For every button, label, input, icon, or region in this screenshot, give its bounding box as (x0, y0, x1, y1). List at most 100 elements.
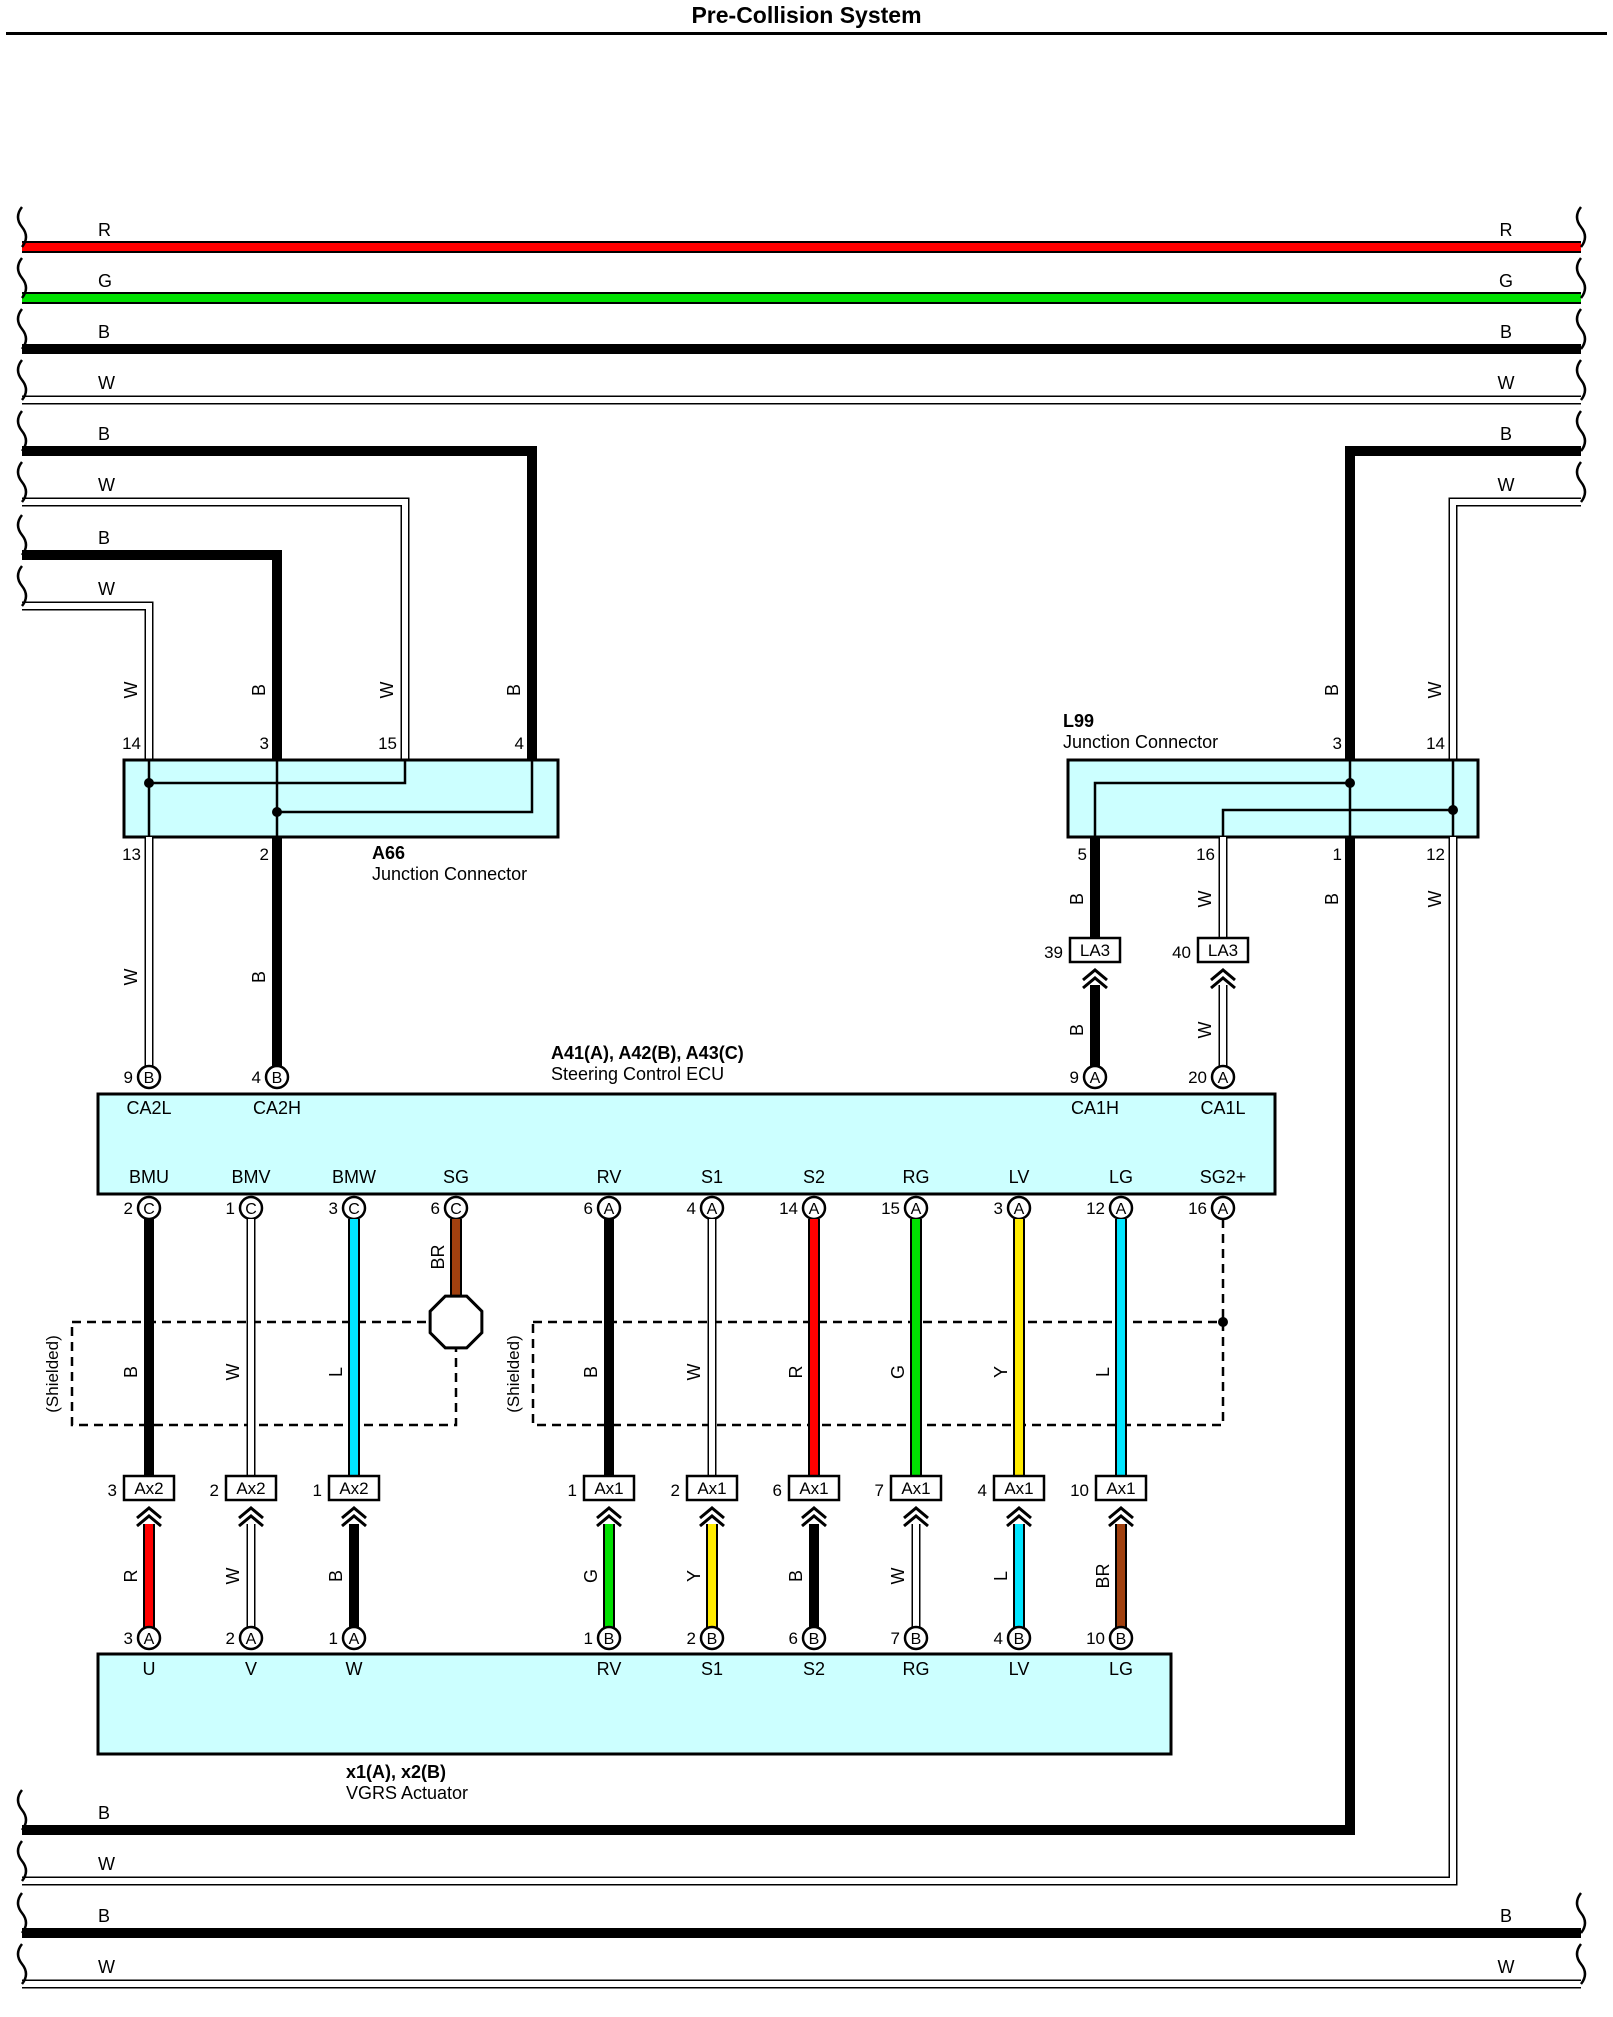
actuator-terminal-U (136, 1625, 162, 1651)
ecu-to-ax-wire-label-RG: G (888, 1365, 908, 1379)
ecu-to-ax-wire-label-BMW: L (326, 1367, 346, 1377)
a66-wire-label-above: B (504, 684, 524, 696)
la3-pin-40: 40 (1172, 943, 1191, 962)
ax-connector-9-code: Ax1 (1106, 1479, 1135, 1498)
actuator-terminal-LV (1006, 1625, 1032, 1651)
actuator-code: x1(A), x2(B) (346, 1762, 446, 1782)
bottom-bus-4-right-label: W (1498, 1957, 1515, 1977)
a66-top-pin-14: 14 (122, 734, 141, 753)
bottom-bus-1-left-label: B (98, 1803, 110, 1823)
a66-code: A66 (372, 843, 405, 863)
top-bus-break-right (1575, 359, 1587, 401)
ax-connector-3 (327, 1474, 381, 1502)
actuator-terminal-LG (1108, 1625, 1134, 1651)
ecu-terminal-name-LG: LG (1109, 1167, 1133, 1187)
actuator-terminal-name-U: U (143, 1659, 156, 1679)
top-bus-2-left-label: G (98, 271, 112, 291)
l99-bottom-pin-5: 5 (1078, 845, 1087, 864)
right-wire-break (1575, 461, 1587, 503)
ax-connector-8-code: Ax1 (1004, 1479, 1033, 1498)
ecu-top-pin-CA1H: 9 (1070, 1068, 1079, 1087)
actuator-terminal-RV (596, 1625, 622, 1651)
la3-chevron (1082, 968, 1108, 982)
ecu-to-ax-wire-label-LV: Y (991, 1366, 1011, 1378)
actuator-terminal-name-W: W (346, 1659, 363, 1679)
ax-chevron (903, 1506, 929, 1520)
la3-chevron (1210, 968, 1236, 982)
ax-to-actuator-wire-label-8: L (991, 1571, 1011, 1581)
ax-connector-1 (122, 1474, 176, 1502)
a66-wire-label-below: B (249, 971, 269, 983)
ax-connector-7 (889, 1474, 943, 1502)
actuator-terminal-S1 (699, 1625, 725, 1651)
ax-connector-3-code: Ax2 (339, 1479, 368, 1498)
top-bus-4-right-label: W (1498, 373, 1515, 393)
ecu-bottom-terminal-RV-letter: A (604, 1201, 615, 1218)
shield-ground-octagon (428, 1294, 484, 1350)
ecu-top-terminal-CA2L (136, 1064, 162, 1090)
ecu-top-pin-CA1L: 20 (1188, 1068, 1207, 1087)
top-bus-break-right (1575, 206, 1587, 248)
ecu-bottom-terminal-RG-letter: A (911, 1201, 922, 1218)
ecu-terminal-name-CA2H: CA2H (253, 1098, 301, 1118)
ax-chevron (341, 1506, 367, 1520)
page-title: Pre-Collision System (691, 2, 922, 28)
l99-wire-label-above: B (1322, 684, 1342, 696)
ecu-top-pin-CA2H: 4 (252, 1068, 261, 1087)
ecu-sg-drain-label: BR (428, 1244, 448, 1269)
left-wire-2 (22, 497, 410, 760)
ax-to-actuator-wire-label-9: BR (1093, 1563, 1113, 1588)
left-wire-1-label: B (98, 424, 110, 444)
ecu-bottom-terminal-SG-letter: C (450, 1201, 462, 1218)
l99-wire-label-below: B (1322, 893, 1342, 905)
bottom-bus-3-left-label: B (98, 1906, 110, 1926)
bottom-bus-break-right (1575, 1892, 1587, 1934)
ax-to-actuator-wire-label-3: B (326, 1570, 346, 1582)
ecu-terminal-name-BMV: BMV (231, 1167, 270, 1187)
ax-to-actuator-wire-label-5: Y (684, 1570, 704, 1582)
ax-connector-5 (685, 1474, 739, 1502)
l99-junction-dot-2 (1448, 805, 1458, 815)
top-bus-3-right-label: B (1500, 322, 1512, 342)
ecu-to-ax-wire-label-BMV: W (223, 1364, 243, 1381)
actuator-terminal-LV-letter: B (1014, 1631, 1025, 1648)
actuator-pin-LG: 10 (1086, 1629, 1105, 1648)
ax-connector-7-code: Ax1 (901, 1479, 930, 1498)
ecu-bottom-pin-BMV: 1 (226, 1199, 235, 1218)
ecu-terminal-name-CA2L: CA2L (126, 1098, 171, 1118)
ecu-bottom-terminal-S2-letter: A (809, 1201, 820, 1218)
a66-top-pin-15: 15 (378, 734, 397, 753)
ax-chevron (136, 1506, 162, 1520)
l99-internal-1 (1093, 781, 1350, 837)
la3-connector-39-code: LA3 (1080, 941, 1110, 960)
ax-chevron-2 (903, 1514, 929, 1528)
ax-connector-4 (582, 1474, 636, 1502)
l99-name: Junction Connector (1063, 732, 1218, 752)
ecu-terminal-name-BMW: BMW (332, 1167, 376, 1187)
l99-bottom-pin-16: 16 (1196, 845, 1215, 864)
shield-label-1: (Shielded) (43, 1335, 62, 1413)
left-wire-break (16, 514, 28, 556)
ecu-to-ax-wire-label-S1: W (684, 1364, 704, 1381)
actuator-terminal-V (238, 1625, 264, 1651)
ax-chevron (596, 1506, 622, 1520)
ax-pin-5: 2 (671, 1481, 680, 1500)
top-bus-4-left-label: W (98, 373, 115, 393)
ecu-bottom-terminal-SG2+-letter: A (1218, 1201, 1229, 1218)
ax-connector-6 (787, 1474, 841, 1502)
a66-wire-label-above: W (121, 682, 141, 699)
actuator-pin-W: 1 (329, 1629, 338, 1648)
ecu-bottom-terminal-LG-letter: A (1116, 1201, 1127, 1218)
ax-chevron-2 (596, 1514, 622, 1528)
a66-internal-1 (149, 760, 407, 785)
ecu-top-terminal-CA1H-letter: A (1090, 1070, 1101, 1087)
actuator-terminal-W-letter: A (349, 1631, 360, 1648)
actuator-pin-U: 3 (124, 1629, 133, 1648)
bottom-bus-1 (22, 837, 1355, 1835)
ax-chevron (801, 1506, 827, 1520)
ecu-bottom-terminal-LV-letter: A (1014, 1201, 1025, 1218)
ecu-bottom-terminal-BMW-letter: C (348, 1201, 360, 1218)
ecu-terminal-name-RV: RV (597, 1167, 622, 1187)
actuator-terminal-name-RV: RV (597, 1659, 622, 1679)
a66-top-pin-4: 4 (515, 734, 524, 753)
